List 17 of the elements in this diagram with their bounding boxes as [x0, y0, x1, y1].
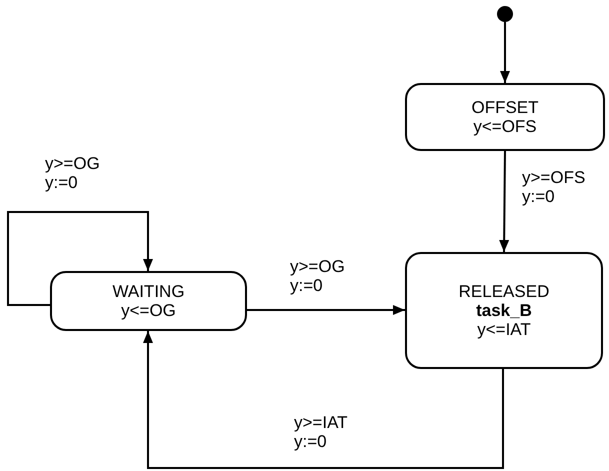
- state-box: [50, 271, 247, 331]
- state-name: WAITING: [112, 282, 185, 301]
- state-box: [405, 83, 605, 151]
- state-name: RELEASED: [458, 282, 550, 301]
- task-name: task_B: [476, 301, 532, 320]
- initial-state-dot: [497, 6, 513, 22]
- transition-arrow: [247, 305, 405, 315]
- edge-label: y>=OFS y:=0: [522, 168, 582, 206]
- transition-arrow: [143, 331, 504, 469]
- transition-arrow: [499, 150, 510, 252]
- state-invariant: y<=OG: [121, 301, 176, 320]
- transition-arrow: [500, 22, 510, 83]
- transition-arrow: [7, 211, 153, 306]
- state-name: OFFSET: [471, 98, 539, 117]
- state-invariant: y<=IAT: [477, 320, 531, 339]
- state-invariant: y<=OFS: [473, 117, 537, 136]
- state-box: [405, 252, 603, 369]
